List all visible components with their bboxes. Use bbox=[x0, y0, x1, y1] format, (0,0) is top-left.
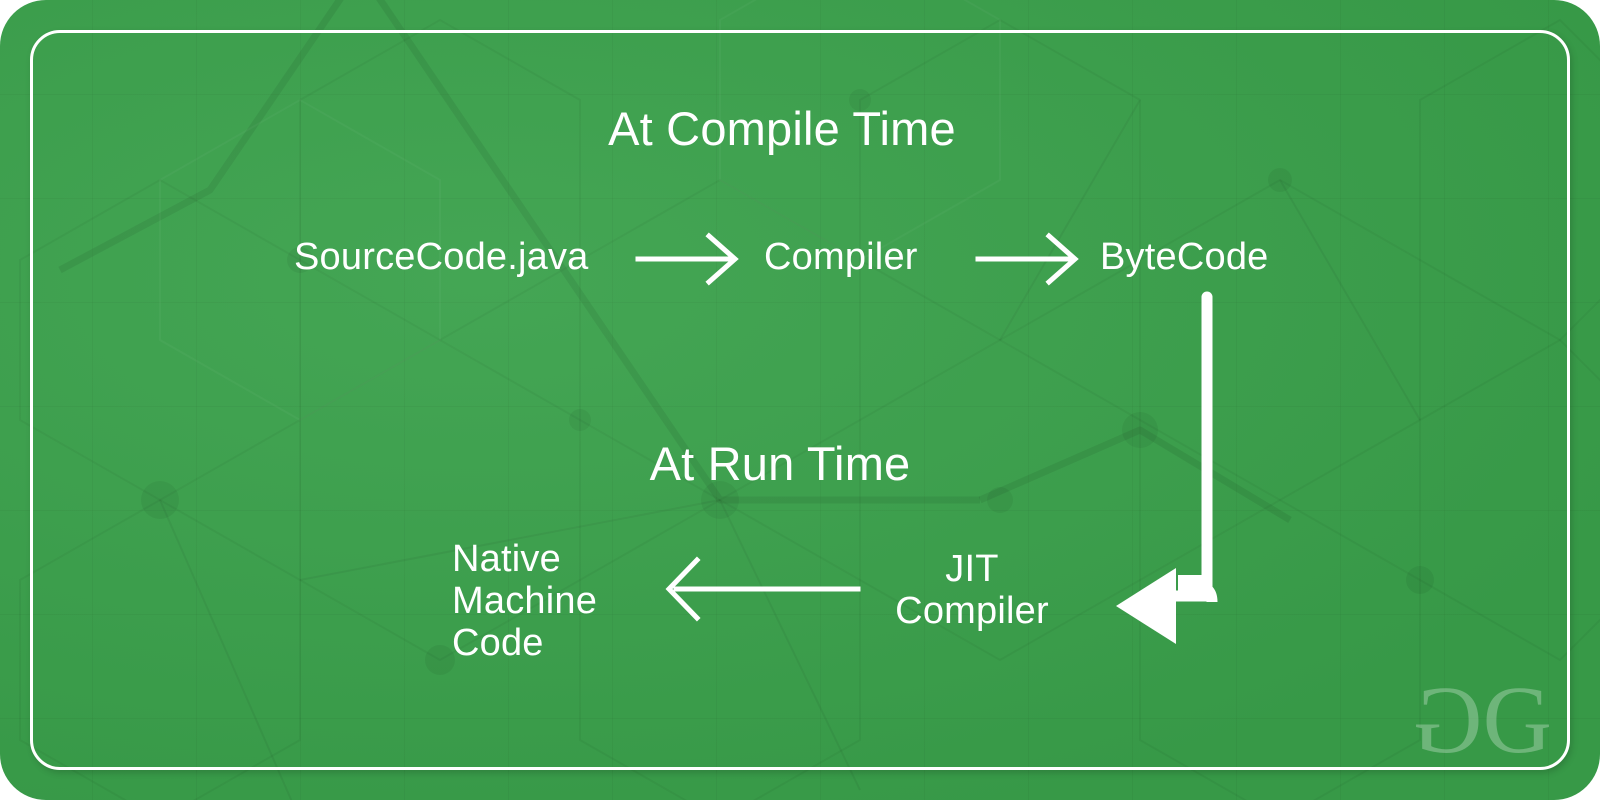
watermark-mirrored-g-icon: G bbox=[1417, 666, 1483, 773]
label-jit-compiler: JIT Compiler bbox=[895, 548, 1049, 632]
label-native-machine-code: Native Machine Code bbox=[452, 538, 598, 664]
heading-compile-time: At Compile Time bbox=[608, 102, 956, 155]
watermark-g-icon: G bbox=[1482, 666, 1552, 773]
label-source-code-java: SourceCode.java bbox=[294, 236, 589, 278]
label-bytecode: ByteCode bbox=[1100, 236, 1269, 278]
label-compiler: Compiler bbox=[764, 236, 918, 278]
heading-run-time: At Run Time bbox=[649, 437, 911, 490]
geeksforgeeks-watermark: GG bbox=[1417, 666, 1552, 773]
